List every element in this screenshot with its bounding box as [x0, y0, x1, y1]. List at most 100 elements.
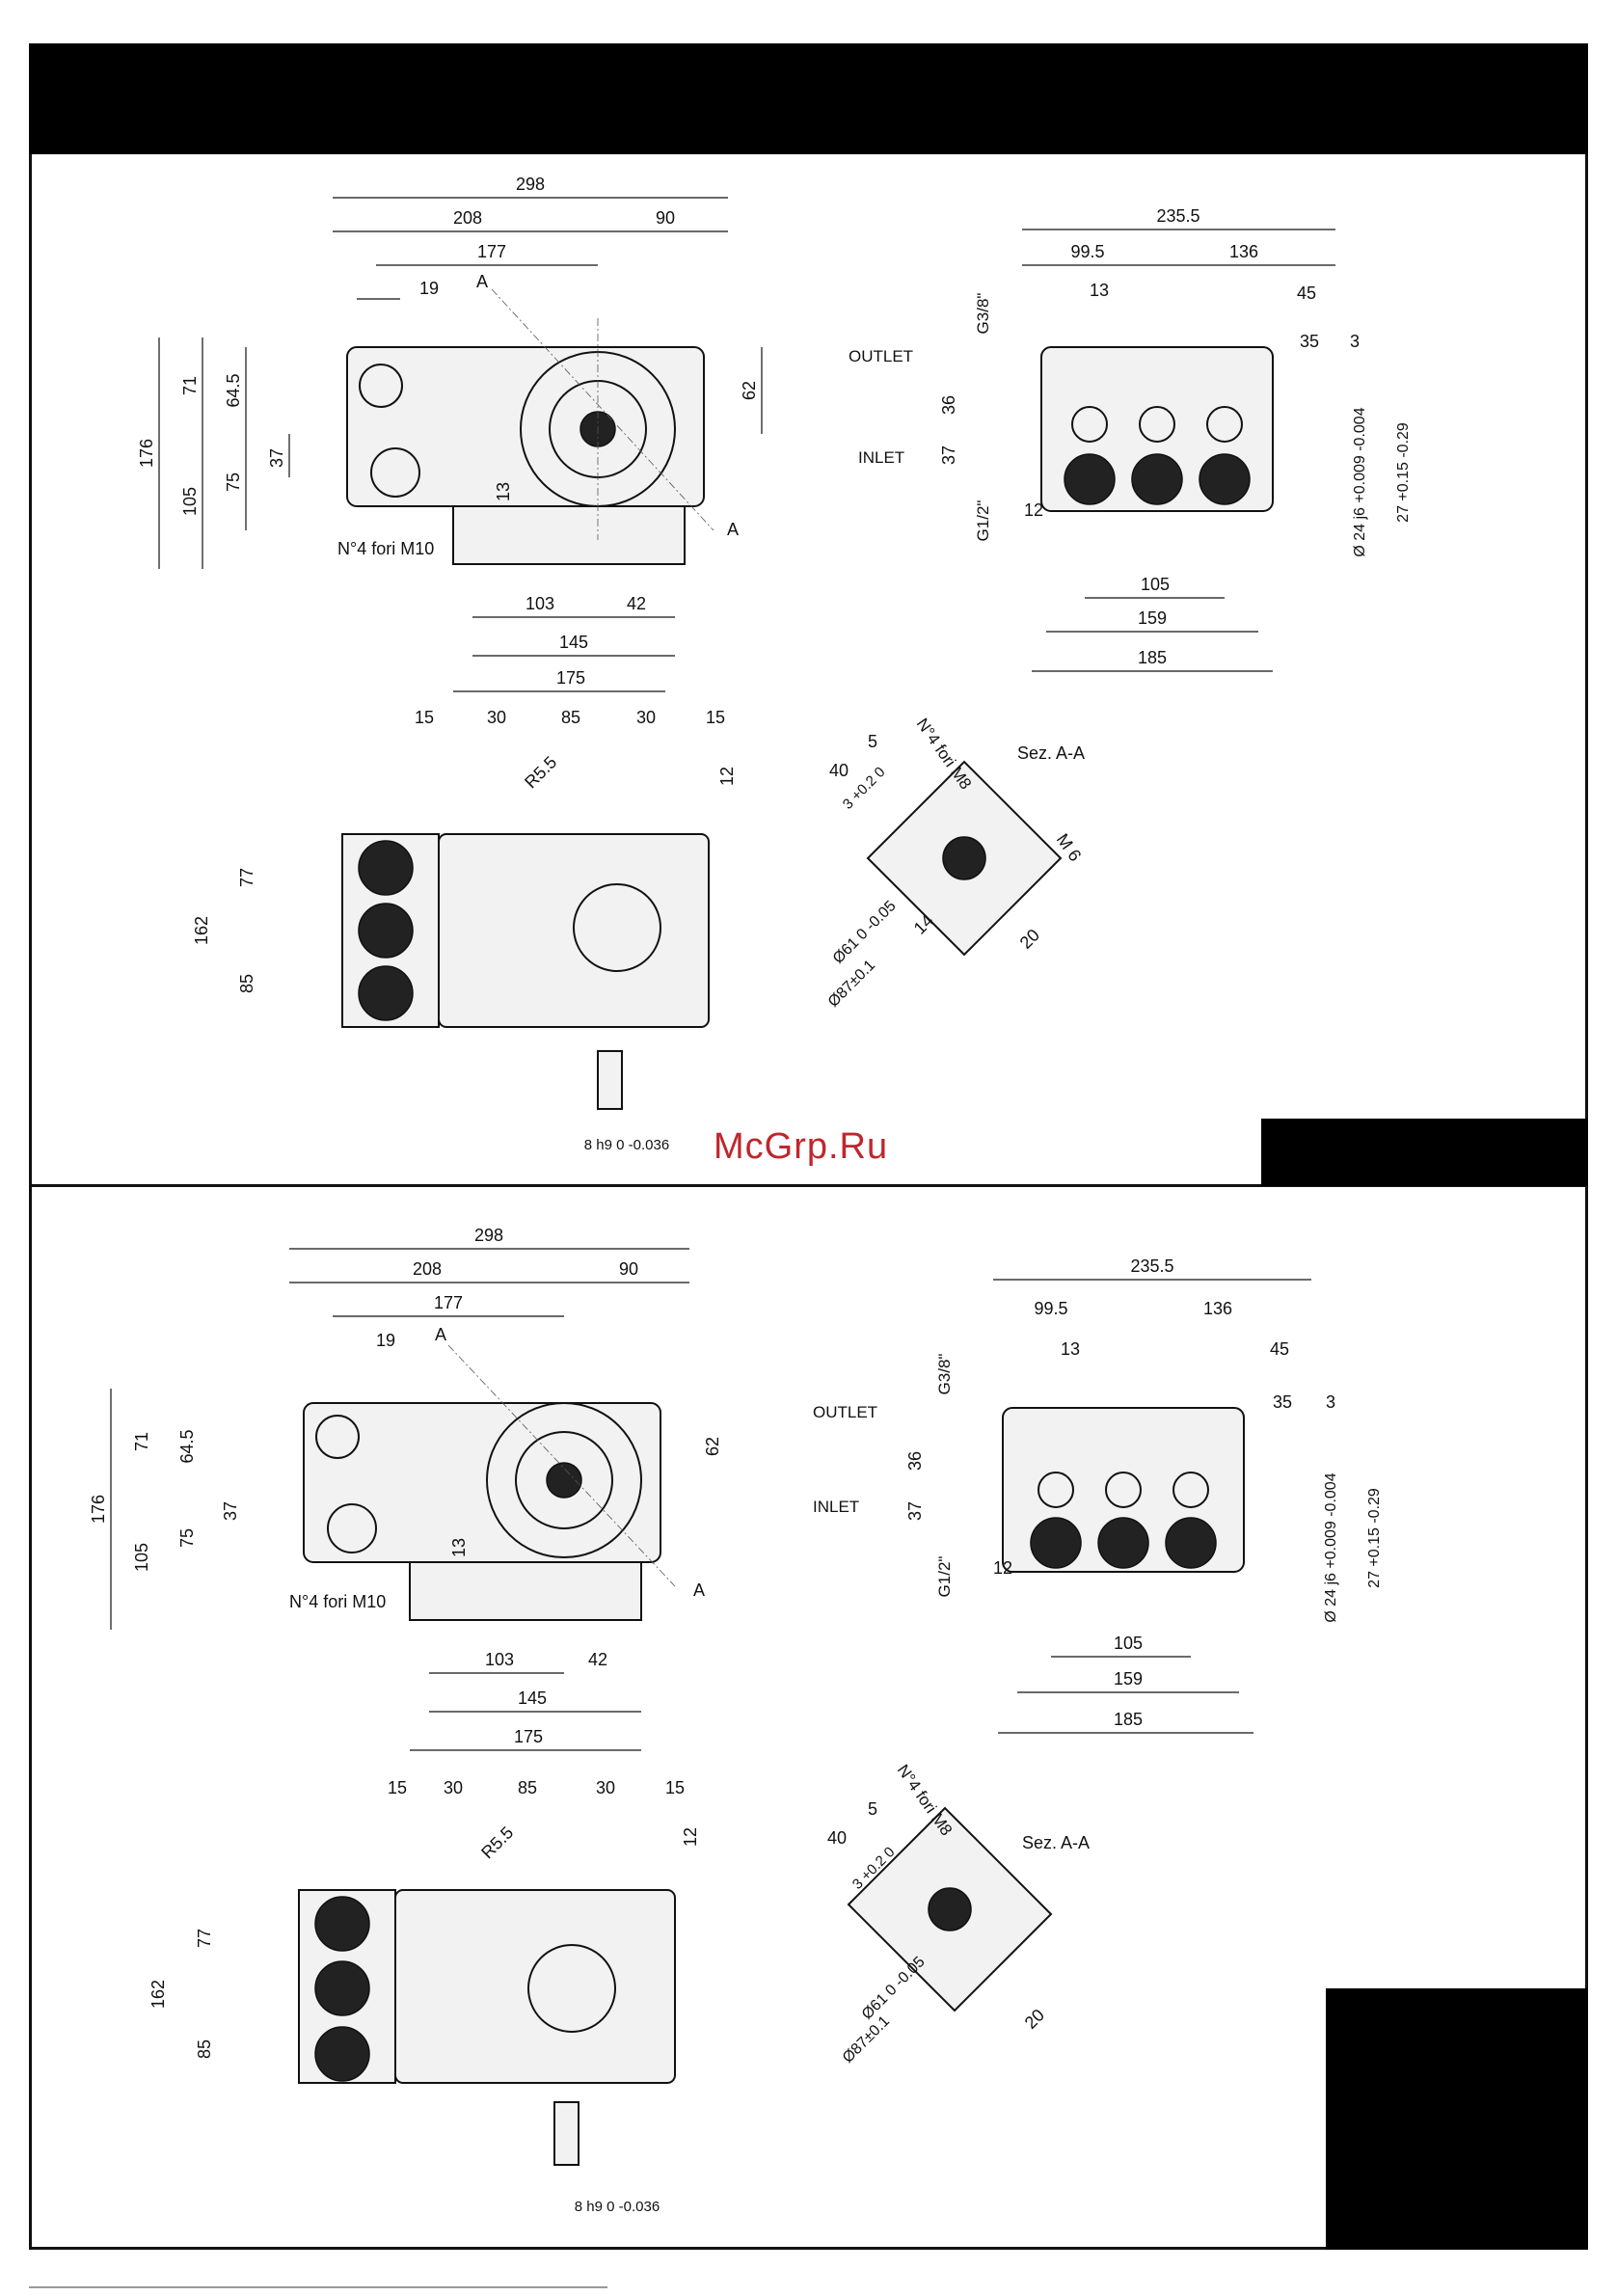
sheet-bottom: 298 208 90 177 19 A A 176 71 105 64.5 75…: [89, 1226, 1383, 2215]
dim-176: 176: [137, 439, 156, 468]
section-mark-a-2: A: [435, 1325, 446, 1344]
g38-label-2: G3/8": [935, 1354, 954, 1395]
dim-45-2: 45: [1270, 1339, 1289, 1359]
key-8-2: 8 h9 0 -0.036: [575, 2199, 660, 2215]
dim-177-2: 177: [434, 1293, 463, 1312]
sec-dim-20-2: 20: [1021, 2006, 1048, 2033]
dim-12b-2: 12: [681, 1827, 700, 1847]
plan-view: 175 15 30 85 30 15 R5.5 12 162 77 85 8 h…: [192, 668, 737, 1153]
dim-235-5-2: 235.5: [1130, 1256, 1173, 1276]
dim-37-2: 37: [221, 1501, 240, 1521]
holes-m10-label-2: N°4 fori M10: [289, 1592, 386, 1611]
section-title: Sez. A-A: [1017, 743, 1085, 763]
dim-175: 175: [556, 668, 585, 688]
plan-view-2: 175 15 30 85 30 15 R5.5 12 162 77 85 8 h…: [148, 1727, 700, 2215]
front-view-2: 235.5 99.5 136 13 45 35 3 G3/8" G1/2" 36…: [905, 1256, 1383, 1734]
dim-36-2: 36: [905, 1451, 925, 1471]
dim-145: 145: [559, 633, 588, 652]
dim-13b: 13: [1090, 281, 1109, 300]
dim-90-2: 90: [619, 1259, 638, 1279]
front-view: 235.5 99.5 136 13 45 35 3 G3/8" G1/2" 36…: [939, 206, 1412, 672]
sec-d87-2: Ø87±0.1: [840, 2012, 893, 2066]
dim-37: 37: [267, 448, 286, 468]
dim-foot-159-2: 159: [1114, 1669, 1143, 1688]
radius-label: R5.5: [521, 752, 560, 792]
dim-77-2: 77: [195, 1929, 214, 1948]
dim-3-2: 3: [1326, 1392, 1335, 1412]
inlet-label-2: INLET: [813, 1498, 859, 1516]
dim-foot-185-2: 185: [1114, 1710, 1143, 1729]
dim-235-5: 235.5: [1156, 206, 1199, 226]
key-8: 8 h9 0 -0.036: [584, 1137, 669, 1153]
dim-298-2: 298: [474, 1226, 503, 1245]
g12-label-2: G1/2": [935, 1556, 954, 1598]
dim-71: 71: [180, 376, 200, 395]
dim-208: 208: [453, 208, 482, 228]
sec-dim-40-2: 40: [827, 1828, 847, 1848]
sec-dim-5: 5: [868, 732, 877, 751]
dim-13b-2: 13: [1061, 1339, 1080, 1359]
dim-90: 90: [656, 208, 675, 228]
dim-136-2: 136: [1203, 1299, 1232, 1318]
sec-dim-40: 40: [829, 761, 849, 780]
sec-dim-5-2: 5: [868, 1799, 877, 1819]
dim-37b: 37: [939, 446, 958, 465]
dim-105-2: 105: [132, 1543, 151, 1572]
dim-162-2: 162: [148, 1980, 168, 2009]
dim-15b: 15: [706, 708, 725, 727]
dim-foot-159: 159: [1138, 608, 1167, 628]
dim-foot-105: 105: [1141, 575, 1170, 594]
dim-30b: 30: [636, 708, 656, 727]
dim-35-2: 35: [1273, 1392, 1292, 1412]
sec-d87: Ø87±0.1: [825, 957, 878, 1010]
dim-13: 13: [494, 482, 513, 501]
dim-37b-2: 37: [905, 1501, 925, 1521]
dim-45: 45: [1297, 284, 1316, 303]
sec-dim-20: 20: [1016, 926, 1043, 953]
dim-85b: 85: [237, 974, 256, 993]
sheet-top: 298 208 90 177 19 A A 176 71 105 64.5 75…: [137, 175, 1412, 1153]
dim-13-2: 13: [449, 1538, 469, 1557]
dim-foot-105-2: 105: [1114, 1634, 1143, 1653]
dim-175-2: 175: [514, 1727, 543, 1746]
section-mark-a2-2: A: [693, 1580, 705, 1600]
footer-line: [29, 2286, 607, 2288]
dim-19: 19: [419, 279, 439, 298]
dim-145-2: 145: [518, 1688, 547, 1708]
dim-99-5: 99.5: [1070, 242, 1104, 261]
page-tab-top: [1261, 1119, 1588, 1186]
dim-15a: 15: [415, 708, 434, 727]
side-view-2: 298 208 90 177 19 A A 176 71 105 64.5 75…: [89, 1226, 722, 1713]
dim-85b-2: 85: [195, 2039, 214, 2059]
dim-77: 77: [237, 868, 256, 887]
dim-136: 136: [1229, 242, 1258, 261]
dim-162: 162: [192, 916, 211, 945]
dim-foot-185: 185: [1138, 648, 1167, 667]
shaft-diameter-2: Ø 24 j6 +0.009 -0.004: [1323, 1472, 1339, 1622]
dim-42-2: 42: [588, 1650, 607, 1669]
dim-35: 35: [1300, 332, 1319, 351]
dim-85: 85: [561, 708, 580, 727]
section-mark-a2: A: [727, 520, 739, 539]
outlet-label-2: OUTLET: [813, 1403, 877, 1421]
g12-label: G1/2": [974, 500, 992, 542]
dim-64-5-2: 64.5: [177, 1429, 197, 1463]
dim-12b: 12: [717, 767, 737, 786]
dim-15b-2: 15: [665, 1778, 685, 1797]
dim-19-2: 19: [376, 1331, 395, 1350]
dim-64-5: 64.5: [224, 373, 243, 407]
radius-label-2: R5.5: [477, 1823, 517, 1862]
dim-30a-2: 30: [444, 1778, 463, 1797]
section-aa-2: Sez. A-A N°4 fori M8 40 5 3 +0.2 0 20 Ø6…: [827, 1761, 1090, 2066]
dim-71-2: 71: [132, 1432, 151, 1451]
shaft-27-2: 27 +0.15 -0.29: [1366, 1488, 1383, 1588]
dim-85-2: 85: [518, 1778, 537, 1797]
dim-12: 12: [1024, 500, 1043, 520]
section-divider: [29, 1184, 1588, 1187]
sec-d61-2: Ø61 0 -0.05: [859, 1954, 929, 2023]
dim-12-2: 12: [993, 1558, 1012, 1578]
dim-105: 105: [180, 487, 200, 516]
dim-99-5-2: 99.5: [1034, 1299, 1067, 1318]
dim-75: 75: [224, 473, 243, 492]
